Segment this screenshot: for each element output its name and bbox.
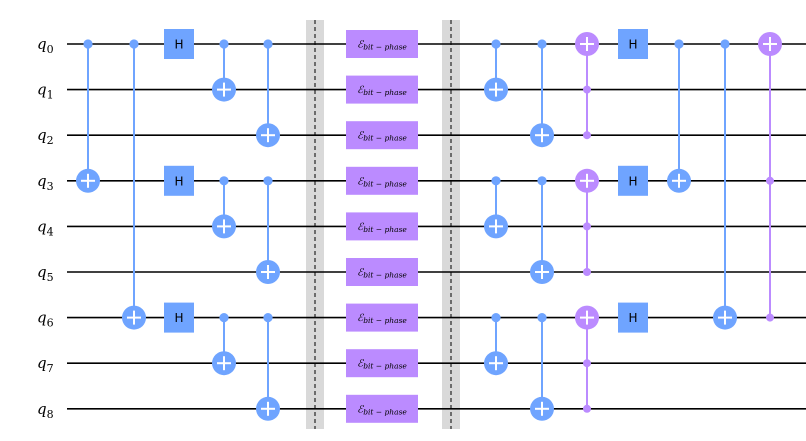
control-dot: [583, 359, 591, 368]
error-channel-box: [346, 303, 418, 332]
error-channel-label: ℰbit − phase: [357, 404, 407, 416]
error-channel-box: [346, 75, 418, 104]
qubit-label: q3: [37, 172, 54, 193]
hadamard-label: H: [628, 174, 637, 188]
hadamard-label: H: [174, 38, 183, 52]
hadamard-gate: [164, 165, 194, 196]
error-channel-label: ℰbit − phase: [357, 359, 407, 371]
error-channel-label: ℰbit − phase: [357, 85, 407, 97]
hadamard-gate: [618, 302, 648, 333]
error-channel-box: [346, 394, 418, 423]
control-dot: [537, 176, 547, 186]
error-channel-box: [346, 212, 418, 241]
hadamard-gate: [618, 29, 648, 59]
hadamard-label: H: [628, 38, 637, 52]
control-dot: [537, 39, 547, 49]
wires-layer: [67, 43, 806, 410]
qubit-label: q2: [37, 126, 54, 147]
control-dot: [674, 39, 684, 49]
control-dot: [583, 131, 591, 140]
qubit-label: q0: [37, 35, 54, 56]
control-dot: [583, 404, 591, 413]
qubit-label: q4: [37, 217, 54, 238]
control-dot: [491, 39, 501, 49]
control-dot: [537, 313, 547, 323]
control-dot: [583, 222, 591, 231]
control-dot: [83, 39, 93, 49]
hadamard-label: H: [174, 311, 183, 325]
control-dot: [263, 39, 273, 49]
control-dot: [720, 39, 730, 49]
control-dot: [491, 313, 501, 323]
control-dot: [766, 176, 774, 185]
error-channel-label: ℰbit − phase: [357, 313, 407, 325]
error-channel-box: [346, 166, 418, 195]
control-dot: [263, 176, 273, 186]
control-dot: [583, 85, 591, 94]
qubit-label: q5: [37, 263, 54, 284]
hadamard-gate: [164, 29, 194, 59]
error-channel-box: [346, 349, 418, 378]
control-dot: [129, 39, 139, 49]
control-dot: [583, 268, 591, 276]
control-dot: [219, 176, 229, 186]
error-channel-label: ℰbit − phase: [357, 222, 407, 234]
control-dot: [491, 176, 501, 186]
qubit-label: q7: [37, 354, 54, 375]
qubit-label: q8: [37, 400, 54, 421]
control-dot: [263, 313, 273, 323]
control-dot: [766, 313, 774, 322]
error-channel-label: ℰbit − phase: [357, 131, 407, 143]
control-dot: [219, 39, 229, 49]
error-channel-box: [346, 121, 418, 150]
hadamard-gate: [618, 165, 648, 196]
error-channel-label: ℰbit − phase: [357, 40, 407, 52]
error-channel-box: [346, 30, 418, 58]
barriers-layer: [306, 20, 460, 429]
error-channel-box: [346, 258, 418, 286]
error-channel-label: ℰbit − phase: [357, 268, 407, 280]
hadamard-label: H: [628, 311, 637, 325]
qubit-label: q1: [37, 81, 54, 102]
control-dot: [219, 313, 229, 323]
error-channel-label: ℰbit − phase: [357, 176, 407, 188]
hadamard-gate: [164, 302, 194, 333]
qubit-label: q6: [37, 309, 54, 330]
hadamard-label: H: [174, 174, 183, 188]
qubit-labels-layer: q0 q1 q2 q3 q4 q5 q6 q7 q8: [37, 35, 54, 421]
